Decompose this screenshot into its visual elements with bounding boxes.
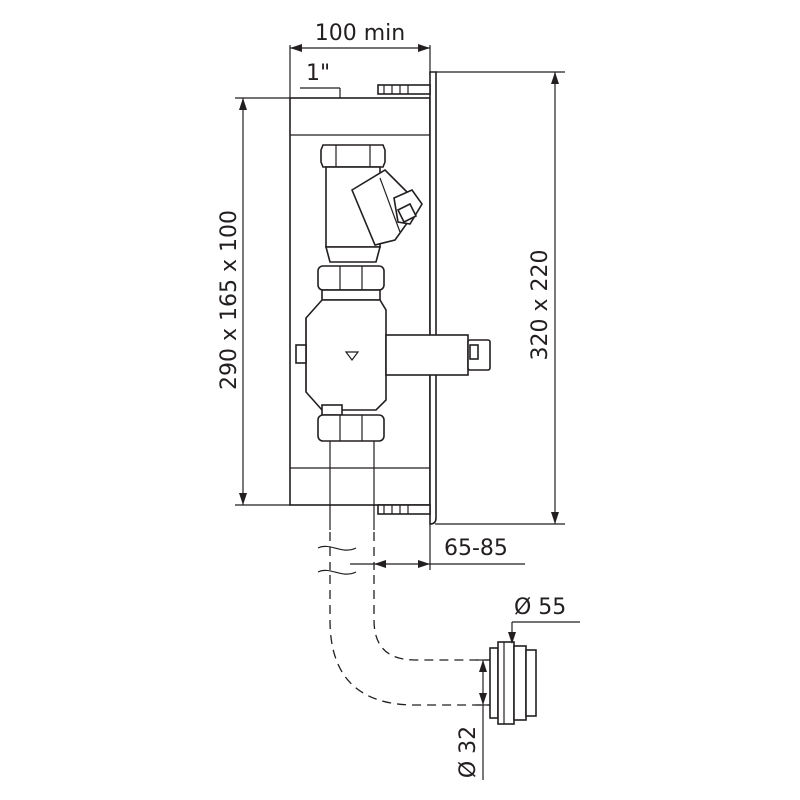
coupling-nut-lower bbox=[317, 414, 385, 442]
outlet-diameter-dimension: Ø 55 bbox=[508, 595, 580, 644]
outlet-pipe bbox=[317, 441, 490, 706]
box-size-dimension: 290 x 165 x 100 bbox=[217, 97, 290, 506]
fixing-screw-bottom bbox=[377, 504, 431, 515]
top-width-dimension: 100 min bbox=[289, 21, 431, 100]
outlet-diameter-label: Ø 55 bbox=[514, 595, 566, 620]
coupling-nut-upper bbox=[317, 265, 385, 291]
thread-size-label: 1" bbox=[306, 61, 330, 86]
box-size-label: 290 x 165 x 100 bbox=[217, 210, 242, 390]
pipe-diameter-label: Ø 32 bbox=[456, 726, 481, 778]
outlet-connector bbox=[489, 641, 537, 725]
stop-valve bbox=[320, 144, 423, 263]
fixing-screw-top bbox=[377, 84, 431, 95]
plate-size-label: 320 x 220 bbox=[528, 250, 553, 361]
flush-valve bbox=[295, 289, 491, 416]
depth-range-label: 65-85 bbox=[444, 536, 508, 561]
pipe-diameter-dimension: Ø 32 bbox=[456, 659, 490, 780]
top-width-label: 100 min bbox=[315, 21, 405, 46]
plate-size-dimension: 320 x 220 bbox=[435, 71, 565, 525]
depth-dimension: 65-85 bbox=[350, 524, 525, 570]
wall-plate bbox=[429, 71, 437, 525]
